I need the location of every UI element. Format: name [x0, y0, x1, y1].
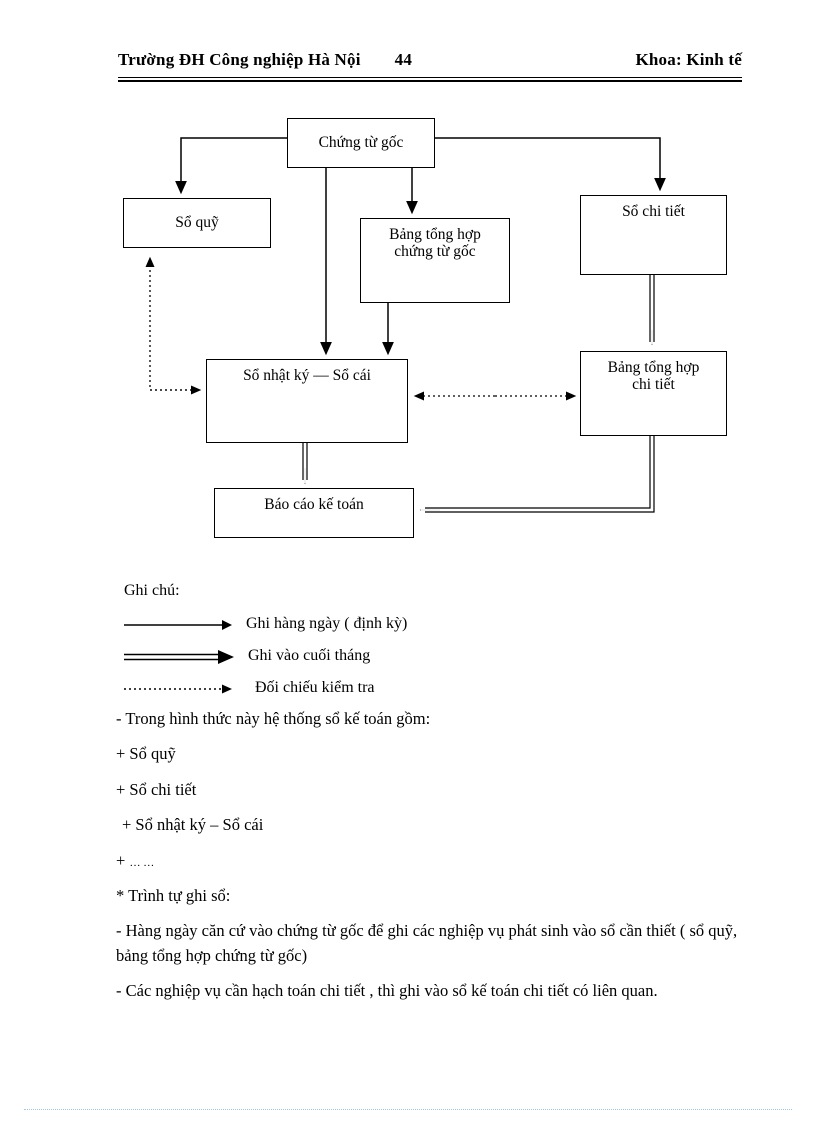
dotted-arrow-icon [124, 684, 232, 694]
node-bang-tong-hop-chi-tiet[interactable]: Bảng tổng hợp chi tiết [580, 351, 727, 436]
node-bang-tong-hop-chung-tu-goc-label: Bảng tổng hợp chứng từ gốc [389, 226, 481, 261]
body-line-6: * Trình tự ghi sổ: [116, 886, 231, 906]
node-bang-tong-hop-chi-tiet-label: Bảng tổng hợp chi tiết [607, 359, 700, 394]
node-bao-cao-ke-toan[interactable]: Báo cáo kế toán [214, 488, 414, 538]
legend-item-monthly: Ghi vào cuối tháng [124, 646, 624, 678]
body-line-5-prefix: + [116, 850, 130, 870]
diagram-legend: Ghi chú: Ghi hàng ngày ( định kỳ) Ghi và… [124, 582, 624, 710]
edge-sonhatky-to-baocao [302, 443, 308, 485]
node-so-quy-label: Sổ quỹ [175, 214, 219, 232]
accounting-flow-diagram: Chứng từ gốc Sổ quỹ Bảng tổng hợp chứng … [123, 118, 727, 538]
solid-arrow-icon [124, 620, 232, 630]
legend-item-daily-label: Ghi hàng ngày ( định kỳ) [246, 615, 408, 632]
legend-item-daily: Ghi hàng ngày ( định kỳ) [124, 614, 624, 646]
node-chung-tu-goc-label: Chứng từ gốc [318, 134, 404, 152]
page-header: Trường ĐH Công nghiệp Hà Nội 44 Khoa: Ki… [118, 50, 742, 82]
node-so-nhat-ky-so-cai[interactable]: Sổ nhật ký — Sổ cái [206, 359, 408, 443]
diagram-connectors [145, 137, 666, 513]
double-arrow-icon [124, 650, 234, 664]
legend-item-monthly-label: Ghi vào cuối tháng [248, 647, 371, 664]
edge-chungtugoc-to-soquy [175, 137, 287, 195]
edge-dotted-soquy-sonhatky [145, 256, 202, 395]
edge-chungtugoc-to-sochitiet [435, 137, 666, 192]
body-text: - Trong hình thức này hệ thống sổ kế toá… [116, 707, 746, 1015]
node-so-chi-tiet-label: Sổ chi tiết [622, 203, 685, 220]
body-line-5-dots: … … [129, 856, 155, 869]
node-so-quy[interactable]: Sổ quỹ [123, 198, 271, 248]
body-line-5: + … … [116, 849, 746, 873]
node-so-chi-tiet[interactable]: Sổ chi tiết [580, 195, 727, 275]
header-faculty: Khoa: Kinh tế [635, 50, 742, 69]
edge-bangtonghopchitiet-to-baocao [419, 436, 655, 513]
node-bao-cao-ke-toan-label: Báo cáo kế toán [264, 496, 364, 513]
header-school-name: Trường ĐH Công nghiệp Hà Nội [118, 50, 361, 69]
node-bang-tong-hop-chung-tu-goc[interactable]: Bảng tổng hợp chứng từ gốc [360, 218, 510, 303]
legend-item-crosscheck-label: Đối chiếu kiểm tra [255, 679, 375, 696]
edge-sochitiet-to-bangtonghopchitiet [649, 275, 655, 346]
legend-item-crosscheck: Đối chiếu kiểm tra [124, 678, 624, 710]
body-line-1: - Trong hình thức này hệ thống sổ kế toá… [116, 709, 431, 728]
legend-title: Ghi chú: [124, 582, 180, 599]
node-chung-tu-goc[interactable]: Chứng từ gốc [287, 118, 435, 168]
header-rule-thick [118, 80, 742, 82]
node-so-nhat-ky-so-cai-label: Sổ nhật ký — Sổ cái [243, 367, 371, 384]
body-line-8: - Các nghiệp vụ cần hạch toán chi tiết ,… [116, 981, 658, 1001]
footer-dotted-rule [24, 1109, 792, 1110]
header-page-number: 44 [394, 50, 413, 69]
body-line-2: + Sổ quỹ [116, 744, 176, 764]
header-rule-thin [118, 77, 742, 78]
body-line-4: + Sổ nhật ký – Sổ cái [122, 815, 264, 835]
body-line-3: + Sổ chi tiết [116, 779, 197, 799]
body-line-7: - Hàng ngày căn cứ vào chứng từ gốc để g… [116, 921, 738, 965]
